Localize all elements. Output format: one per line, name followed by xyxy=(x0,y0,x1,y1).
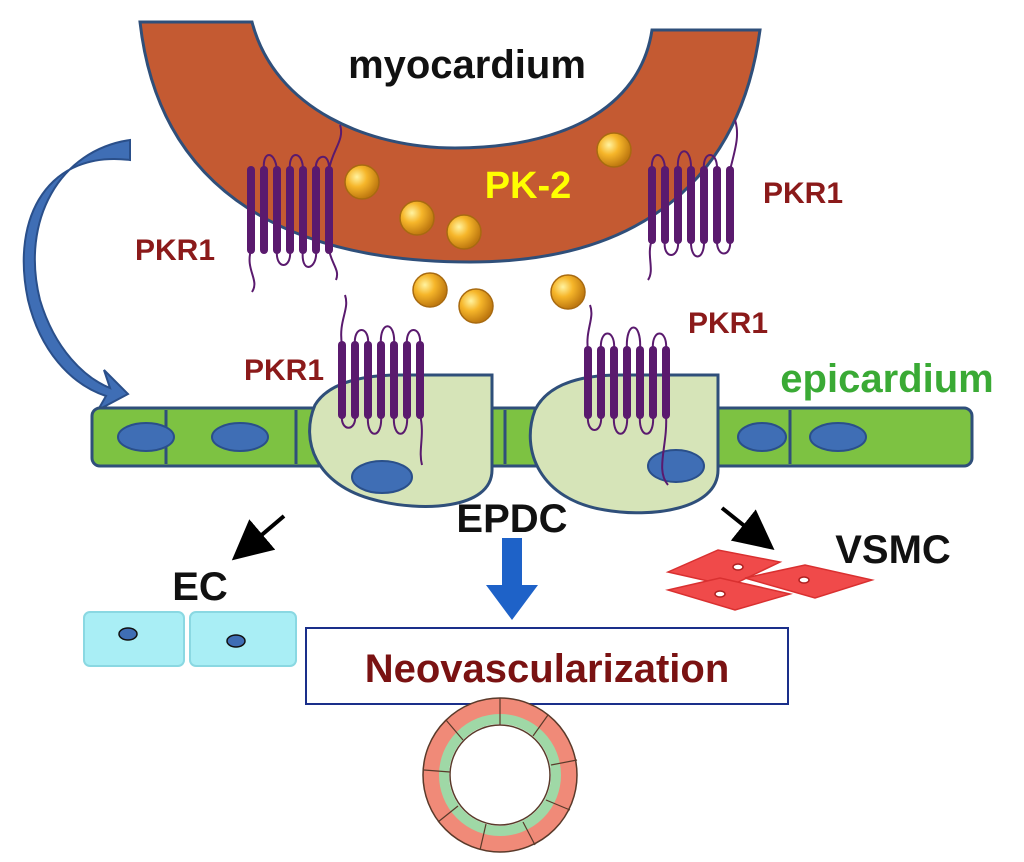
nucleus xyxy=(351,460,413,494)
pk2-ball xyxy=(399,200,435,236)
nucleus xyxy=(226,634,246,648)
down-arrow xyxy=(486,538,538,620)
receptor-myocardium-left xyxy=(247,124,343,293)
curved-arrow xyxy=(22,138,131,413)
arrow-to-vsmc xyxy=(720,506,775,550)
pk2-ball xyxy=(550,274,586,310)
pkr1-label-myocardium-right: PKR1 xyxy=(763,177,843,210)
arrow-to-ec xyxy=(231,514,286,561)
vsmc-cell xyxy=(665,577,793,611)
pk2-ball xyxy=(596,132,632,168)
pk2-ball xyxy=(446,214,482,250)
nucleus xyxy=(809,422,867,452)
pk2-ball xyxy=(412,272,448,308)
nucleus xyxy=(118,627,138,641)
neovascularization-label: Neovascularization xyxy=(365,647,730,691)
nucleus xyxy=(211,422,269,452)
nucleus xyxy=(647,449,705,483)
receptor-myocardium-right xyxy=(647,119,739,281)
ec-cells xyxy=(83,611,297,667)
pkr1-label-epdc-right: PKR1 xyxy=(688,307,768,340)
pkr1-label-myocardium-left: PKR1 xyxy=(135,234,215,267)
epicardium-label: epicardium xyxy=(780,357,993,401)
pk2-ligands xyxy=(344,132,632,324)
pk2-label: PK-2 xyxy=(485,165,572,207)
ec-label: EC xyxy=(172,565,228,609)
receptor-epdc-left xyxy=(338,294,424,466)
nucleus xyxy=(117,422,175,452)
vsmc-label: VSMC xyxy=(835,528,951,572)
myocardium-label: myocardium xyxy=(348,43,586,87)
receptor-epdc-right xyxy=(584,304,670,486)
nucleus xyxy=(737,422,787,452)
pk2-ball xyxy=(344,164,380,200)
neovascularization-box xyxy=(305,627,789,705)
vsmc-cells xyxy=(665,549,875,611)
pkr1-label-epdc-left: PKR1 xyxy=(244,354,324,387)
pk2-ball xyxy=(458,288,494,324)
epdc-label: EPDC xyxy=(456,497,567,541)
vessel-ring xyxy=(422,697,578,853)
